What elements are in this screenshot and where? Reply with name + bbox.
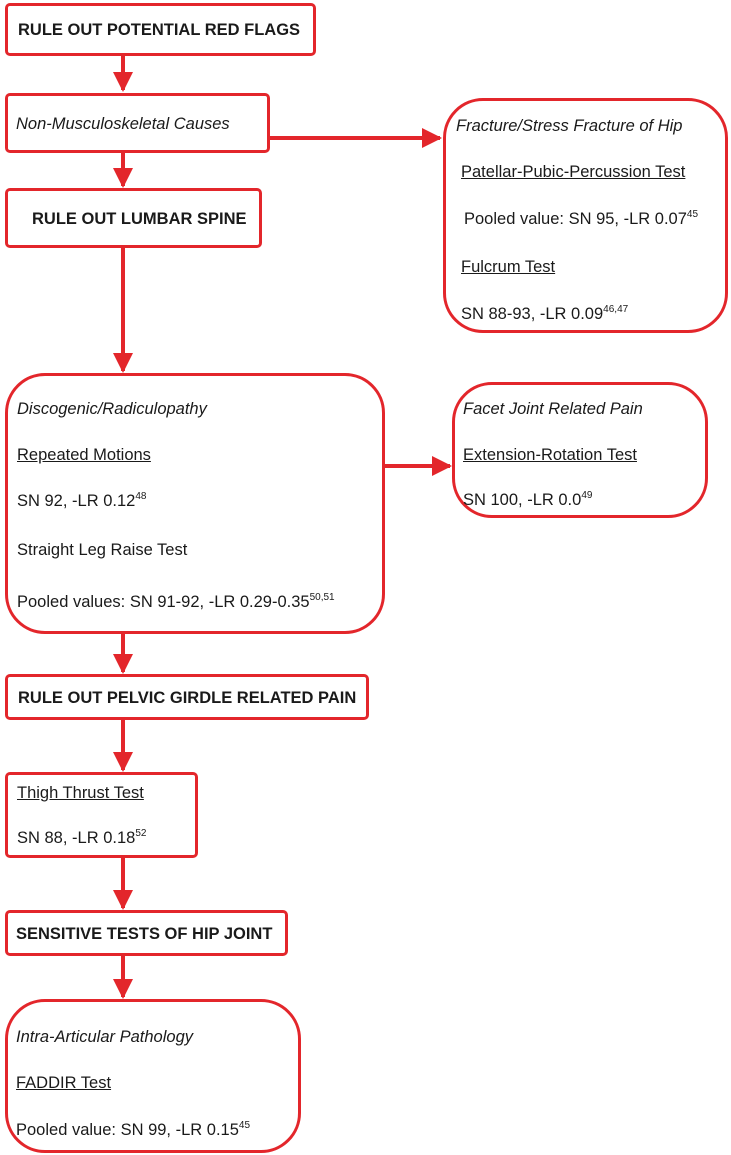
red-flags-title: RULE OUT POTENTIAL RED FLAGS	[18, 21, 301, 39]
facet-box: Facet Joint Related Pain Extension-Rotat…	[452, 382, 708, 518]
slr-value: Pooled values: SN 91-92, -LR 0.29-0.3550…	[17, 592, 335, 612]
repeated-motions-test: Repeated Motions	[17, 446, 151, 464]
fracture-box: Fracture/Stress Fracture of Hip Patellar…	[443, 98, 728, 333]
pelvic-title: RULE OUT PELVIC GIRDLE RELATED PAIN	[18, 689, 357, 707]
slr-test: Straight Leg Raise Test	[17, 541, 188, 559]
hip-tests-box: SENSITIVE TESTS OF HIP JOINT	[5, 910, 288, 956]
repeated-motions-value: SN 92, -LR 0.1248	[17, 491, 147, 511]
fulcrum-value: SN 88-93, -LR 0.0946,47	[461, 304, 629, 324]
intra-articular-box: Intra-Articular Pathology FADDIR Test Po…	[5, 999, 301, 1153]
intra-articular-title: Intra-Articular Pathology	[16, 1028, 193, 1046]
thigh-thrust-test: Thigh Thrust Test	[17, 784, 144, 802]
lumbar-title: RULE OUT LUMBAR SPINE	[32, 210, 247, 228]
hip-tests-title: SENSITIVE TESTS OF HIP JOINT	[16, 925, 273, 943]
patellar-pubic-value: Pooled value: SN 95, -LR 0.0745	[464, 209, 699, 229]
non-msk-label: Non-Musculoskeletal Causes	[16, 115, 230, 133]
fulcrum-test: Fulcrum Test	[461, 258, 556, 276]
non-msk-box: Non-Musculoskeletal Causes	[5, 93, 270, 153]
facet-title: Facet Joint Related Pain	[463, 400, 643, 418]
faddir-value: Pooled value: SN 99, -LR 0.1545	[16, 1120, 251, 1140]
discogenic-box: Discogenic/Radiculopathy Repeated Motion…	[5, 373, 385, 634]
fracture-title: Fracture/Stress Fracture of Hip	[456, 117, 683, 135]
lumbar-box: RULE OUT LUMBAR SPINE	[5, 188, 262, 248]
pelvic-box: RULE OUT PELVIC GIRDLE RELATED PAIN	[5, 674, 369, 720]
thigh-thrust-value: SN 88, -LR 0.1852	[17, 828, 147, 848]
thigh-box: Thigh Thrust Test SN 88, -LR 0.1852	[5, 772, 198, 858]
patellar-pubic-test: Patellar-Pubic-Percussion Test	[461, 163, 686, 181]
extension-rotation-test: Extension-Rotation Test	[463, 446, 637, 464]
red-flags-box: RULE OUT POTENTIAL RED FLAGS	[5, 3, 316, 56]
discogenic-title: Discogenic/Radiculopathy	[17, 400, 207, 418]
faddir-test: FADDIR Test	[16, 1074, 112, 1092]
extension-rotation-value: SN 100, -LR 0.049	[463, 490, 593, 510]
